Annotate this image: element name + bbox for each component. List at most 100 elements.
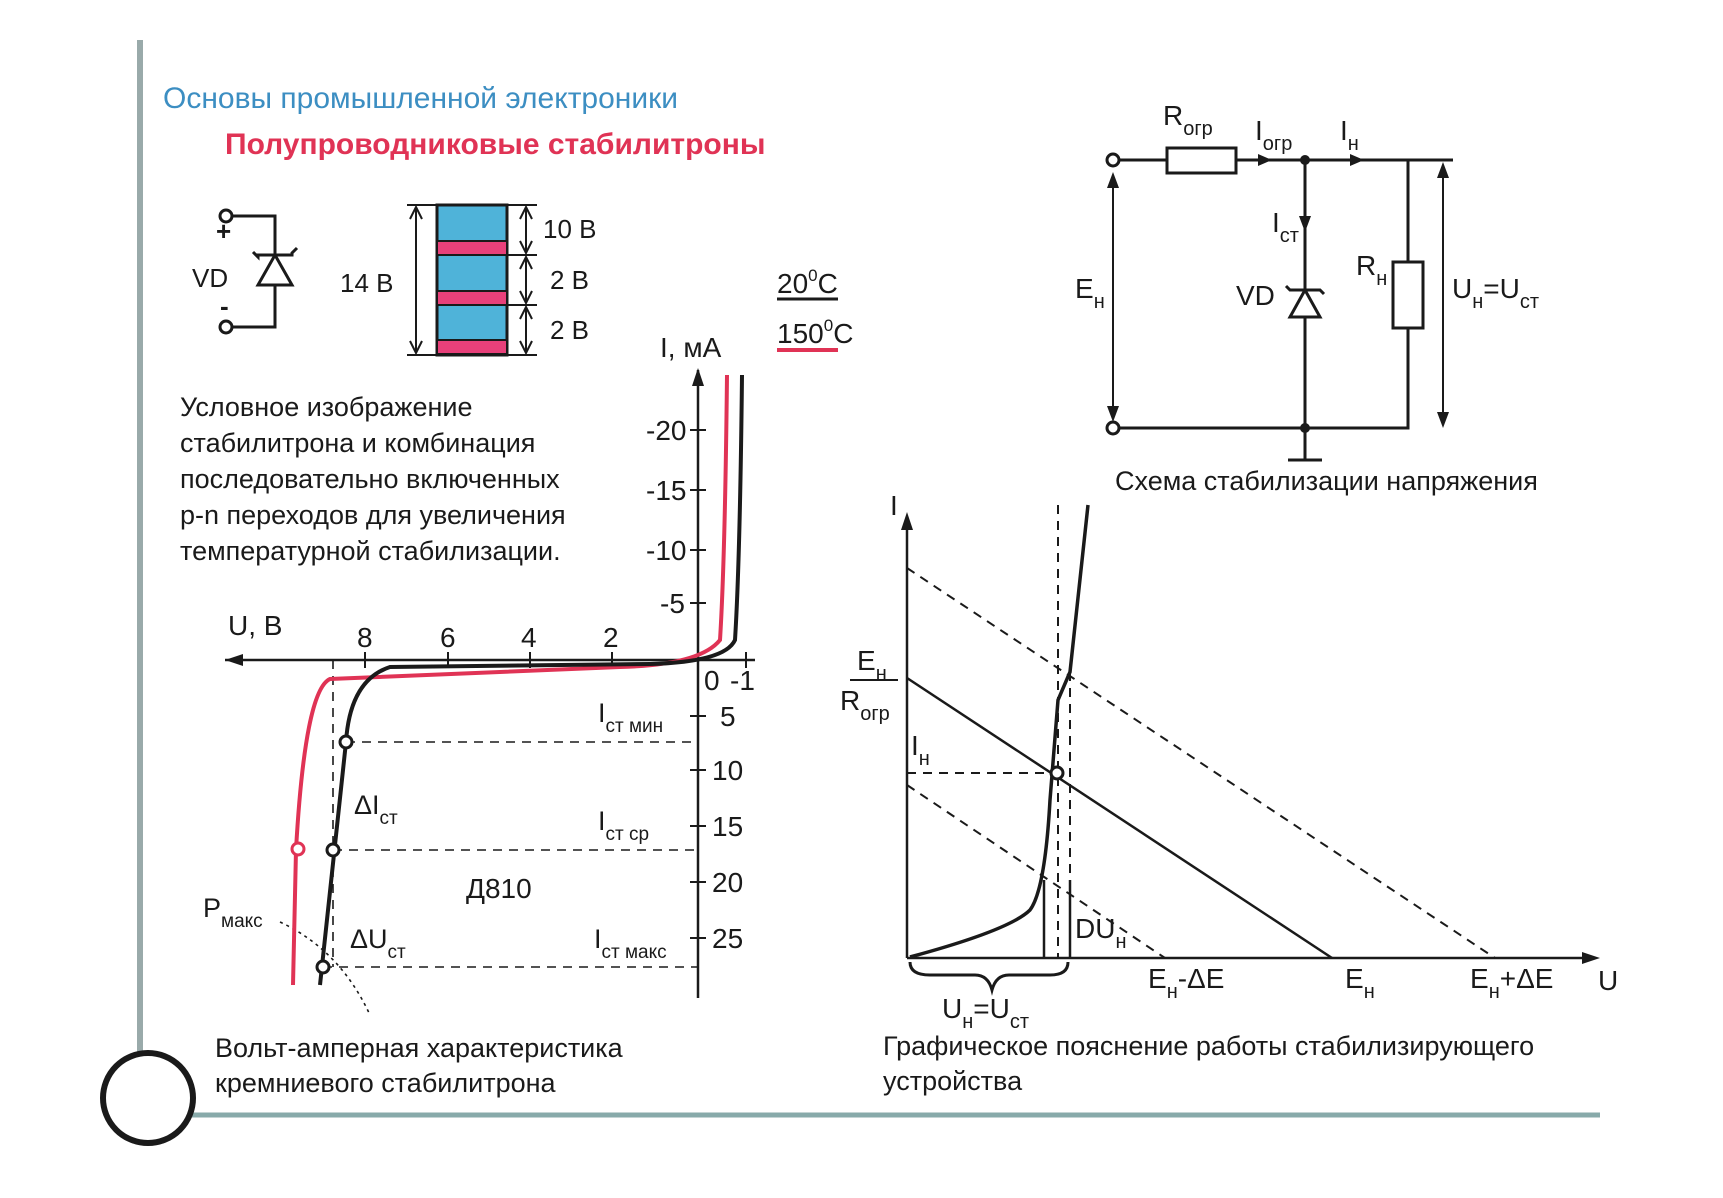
point-i-avg	[325, 842, 341, 858]
load-line-graph: I U Eн Rогр Iн DUн Eн-ΔE Eн Eн+ΔE Uн=Uст	[840, 490, 1618, 1033]
i-tick-minus5: -5	[660, 588, 685, 619]
curve-20c	[318, 374, 744, 986]
slide-title: Полупроводниковые стабилитроны	[225, 128, 765, 161]
point-i-min	[338, 734, 354, 750]
i-axis-arrow	[692, 368, 704, 386]
legend-20c: 200С	[777, 266, 838, 299]
u-tick-0: 0	[704, 665, 720, 696]
load-line-plus	[906, 567, 1496, 959]
stack-ticks	[407, 204, 537, 356]
graph-vertical-guides	[1057, 505, 1071, 958]
point-150c	[290, 841, 306, 857]
i-tick-20: 20	[712, 867, 743, 898]
junction-label-1: 10 В	[543, 214, 597, 244]
vac-caption-line-2: кремниевого стабилитрона	[215, 1068, 557, 1098]
label-e: Eн	[1345, 963, 1375, 1003]
junction-label-3: 2 В	[550, 315, 589, 345]
arrow-i-st	[1299, 216, 1311, 232]
junction-stack: 14 В 10 В 2 В 2 В	[340, 203, 597, 357]
circuit-caption: Схема стабилизации напряжения	[1115, 466, 1538, 496]
vac-graph: U, В I, мА 8 6 4 2 0 -1 -20 -15 -10 -5 5…	[203, 332, 755, 1016]
stack-body	[435, 203, 509, 357]
minus-sign: -	[220, 291, 229, 321]
label-frac-den: Rогр	[840, 685, 890, 725]
graph-caption-line-2: устройства	[883, 1066, 1023, 1096]
total-dimension-arrow	[409, 204, 423, 356]
circuit-zener-bar	[1284, 284, 1326, 296]
device-label: Д810	[466, 873, 532, 904]
label-i-avg: Iст ср	[598, 806, 649, 845]
u-tick-marks	[364, 652, 747, 668]
label-i-min: Iст мин	[598, 698, 663, 737]
label-u-equals: Uн=Uст	[1452, 273, 1539, 313]
u-tick-minus1: -1	[730, 665, 755, 696]
label-i-lim: Iогр	[1255, 115, 1292, 155]
brace	[908, 961, 1070, 996]
label-brace: Uн=Uст	[942, 993, 1029, 1033]
caption-line-5: температурной стабилизации.	[180, 536, 561, 566]
symbol-vd-label: VD	[192, 263, 228, 293]
stabilizer-circuit: Rогр Iогр Iн Iст VD Rн Eн Uн=Uст	[1075, 100, 1539, 462]
operating-point	[1049, 765, 1065, 781]
graph-axes	[905, 520, 1593, 960]
terminal-minus	[218, 319, 234, 335]
dim-arrow-1	[519, 204, 533, 256]
u-tick-8: 8	[357, 622, 373, 653]
u-axis-label: U, В	[228, 610, 282, 641]
vac-caption-line-1: Вольт-амперная характеристика	[215, 1033, 624, 1063]
graph-i-label: I	[890, 490, 898, 521]
input-terminal-top	[1105, 152, 1121, 168]
graph-caption-line-1: Графическое пояснение работы стабилизиру…	[883, 1031, 1534, 1061]
i-tick-marks	[690, 429, 706, 939]
label-e-minus: Eн-ΔE	[1148, 963, 1224, 1003]
arrow-i-lim	[1258, 154, 1272, 166]
stack-junction-3	[436, 339, 508, 355]
caption-line-4: p-n переходов для увеличения	[180, 500, 566, 530]
caption-line-2: стабилитрона и комбинация	[180, 428, 535, 458]
zener-bar	[251, 246, 299, 261]
du-markers	[1042, 880, 1072, 958]
label-i-st: Iст	[1272, 207, 1299, 247]
i-tick-10: 10	[712, 755, 743, 786]
u-tick-4: 4	[521, 622, 537, 653]
label-delta-i: ΔIст	[354, 790, 398, 829]
zener-triangle	[255, 251, 295, 287]
i-tick-minus15: -15	[646, 475, 686, 506]
dim-arrow-3	[519, 304, 533, 356]
label-p-max: Pмакс	[203, 893, 263, 932]
label-delta-u: ΔUст	[350, 924, 406, 963]
load-line-minus	[906, 784, 1166, 959]
caption-line-3: последовательно включенных	[180, 464, 560, 494]
frame-corner-circle	[100, 1050, 196, 1146]
label-i-load: Iн	[1340, 115, 1359, 155]
dim-arrow-2	[519, 254, 533, 306]
input-terminal-bottom	[1105, 420, 1121, 436]
symbol-caption: Условное изображение стабилитрона и комб…	[180, 392, 566, 566]
i-tick-25: 25	[712, 923, 743, 954]
load-line	[906, 676, 1333, 960]
zener-characteristic	[909, 504, 1090, 959]
zener-symbol: + - VD	[192, 208, 299, 335]
i-axis-label: I, мА	[660, 332, 722, 363]
legend-150c: 1500С	[777, 316, 853, 349]
label-e-load: Eн	[1075, 273, 1105, 313]
stack-junction-2	[436, 290, 508, 306]
label-graph-i-load: Iн	[911, 730, 930, 770]
label-r-lim: Rогр	[1163, 100, 1213, 140]
point-i-max	[315, 959, 331, 975]
label-du: DUн	[1075, 913, 1127, 953]
junction-label-2: 2 В	[550, 265, 589, 295]
plus-sign: +	[216, 216, 231, 246]
i-tick-15: 15	[712, 811, 743, 842]
circuit-zener-triangle	[1287, 286, 1323, 319]
label-e-plus: Eн+ΔE	[1470, 963, 1553, 1003]
graph-axis-arrows	[901, 512, 1600, 964]
u-tick-6: 6	[440, 622, 456, 653]
graph-u-label: U	[1598, 965, 1618, 996]
stack-junction-1	[436, 240, 508, 256]
label-frac-num: Eн	[857, 645, 887, 685]
slide-frame	[100, 40, 1600, 1146]
circuit-wires	[1119, 158, 1453, 430]
caption-line-1: Условное изображение	[180, 392, 472, 422]
